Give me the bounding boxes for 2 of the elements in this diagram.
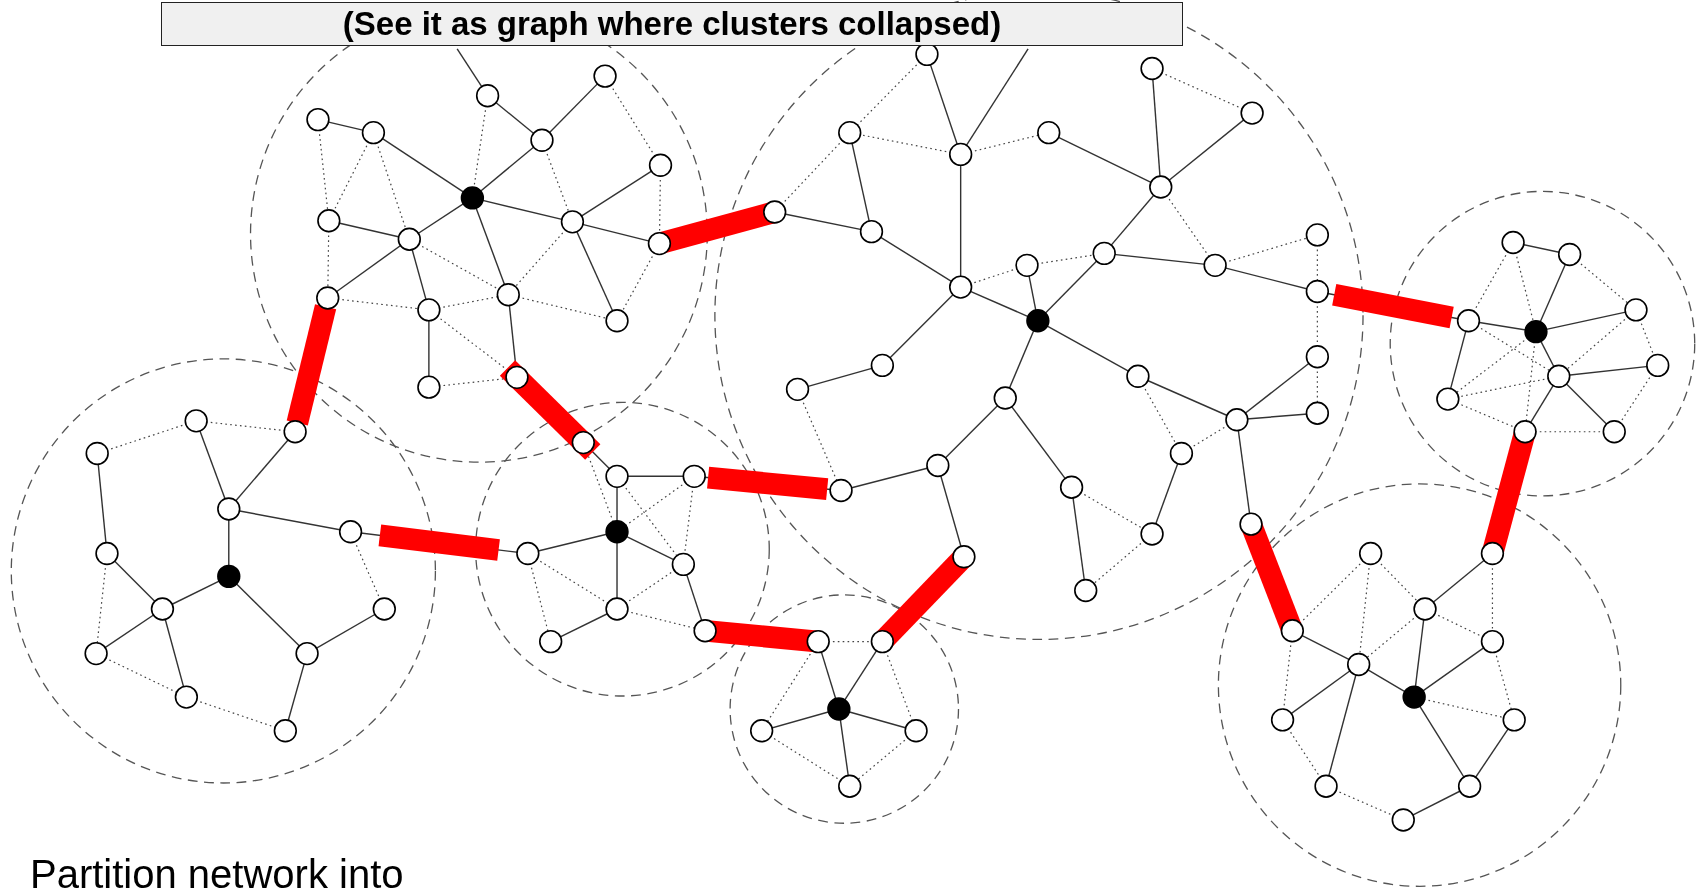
caption-text: Partition network into (30, 852, 404, 895)
heading-banner: (See it as graph where clusters collapsed) (161, 2, 1183, 46)
